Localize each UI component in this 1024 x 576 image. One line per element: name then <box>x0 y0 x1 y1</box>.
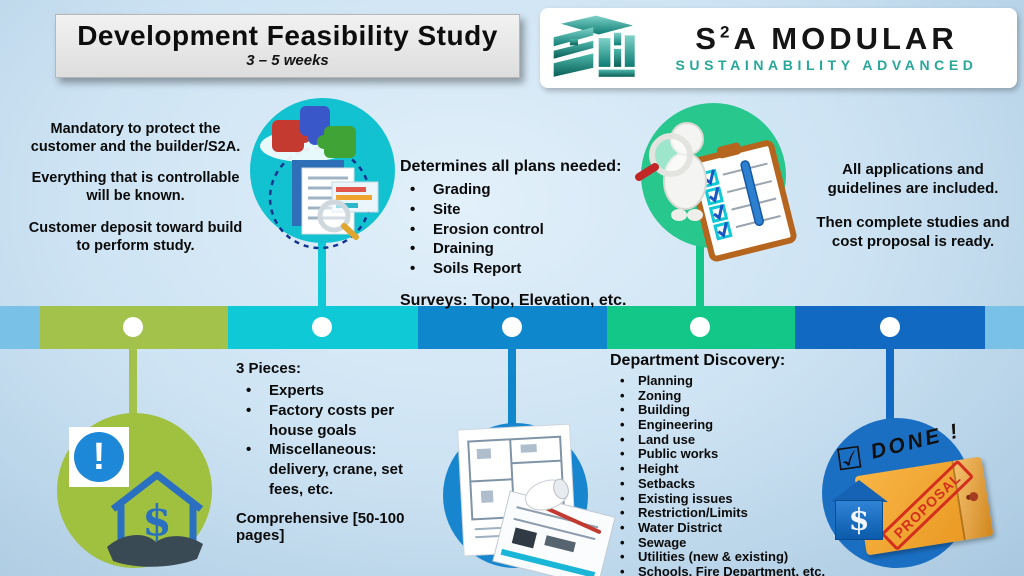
brand-name: S2A MODULAR <box>695 20 958 56</box>
plans-list: Grading Site Erosion control Draining So… <box>400 180 645 279</box>
paragraph: Customer deposit toward build to perform… <box>28 219 243 254</box>
blueprints-icon <box>443 423 616 576</box>
list-item: Factory costs per house goals <box>236 401 431 441</box>
title-box: Development Feasibility Study 3 – 5 week… <box>55 14 520 78</box>
brand-tagline: SUSTAINABILITY ADVANCED <box>675 57 978 74</box>
stage4-departments-text: Department Discovery: Planning Zoning Bu… <box>610 352 845 576</box>
paragraph: Then complete studies and cost proposal … <box>816 214 1010 251</box>
list-item: Draining <box>400 239 645 259</box>
page-subtitle: 3 – 5 weeks <box>246 52 329 69</box>
list-item: Restriction/Limits <box>610 505 845 521</box>
stage2-pieces-text: 3 Pieces: Experts Factory costs per hous… <box>236 360 431 544</box>
stage1-purpose-text: Mandatory to protect the customer and th… <box>28 120 243 255</box>
connector-stage2 <box>318 240 326 308</box>
list-item: Water District <box>610 520 845 536</box>
comprehensive-note: Comprehensive [50-100 pages] <box>236 509 405 544</box>
block-heading: Department Discovery: <box>610 352 786 369</box>
list-item: Grading <box>400 180 645 200</box>
list-item: Height <box>610 461 845 477</box>
surveys-note: Surveys: Topo, Elevation, etc. <box>400 291 627 309</box>
logo-text: S2A MODULAR SUSTAINABILITY ADVANCED <box>646 20 1007 74</box>
page-title: Development Feasibility Study <box>77 20 498 51</box>
list-item: Building <box>610 403 845 418</box>
checked-box-glyph: ☑ <box>833 441 866 478</box>
list-item: Erosion control <box>400 220 645 240</box>
stage3-plans-text: Determines all plans needed: Grading Sit… <box>400 158 645 310</box>
list-item: Zoning <box>610 388 845 404</box>
list-item: Experts <box>236 381 431 401</box>
list-item: Schools, Fire Department, etc. <box>610 564 845 576</box>
list-item: Utilities (new & existing) <box>610 550 845 565</box>
list-item: Engineering <box>610 417 845 433</box>
list-item: Land use <box>610 432 845 448</box>
list-item: Setbacks <box>610 476 845 492</box>
pieces-list: Experts Factory costs per house goals Mi… <box>236 381 431 500</box>
list-item: Miscellaneous: delivery, crane, set fees… <box>236 440 431 499</box>
timeline-dot-2 <box>312 317 332 337</box>
puzzle-documents-icon <box>250 98 395 250</box>
connector-stage5 <box>886 348 894 420</box>
proposal-done-icon: ☑ DONE ! PROPOSAL $ <box>822 418 994 568</box>
house-body: $ <box>835 500 883 540</box>
timeline-dot-4 <box>690 317 710 337</box>
connector-stage3 <box>508 348 516 425</box>
house-roof <box>830 480 888 502</box>
stage5-final-text: All applications and guidelines are incl… <box>812 160 1014 251</box>
s2a-modular-logo: S2A MODULAR SUSTAINABILITY ADVANCED <box>540 8 1017 88</box>
list-item: Planning <box>610 373 845 389</box>
departments-list: Planning Zoning Building Engineering Lan… <box>610 373 845 576</box>
connector-stage1 <box>129 348 137 415</box>
connector-stage4 <box>696 243 704 308</box>
timeline-dot-5 <box>880 317 900 337</box>
timeline-dot-3 <box>502 317 522 337</box>
timeline-dot-1 <box>123 317 143 337</box>
list-item: Soils Report <box>400 259 645 279</box>
list-item: Sewage <box>610 535 845 551</box>
block-heading: 3 Pieces: <box>236 360 302 377</box>
paragraph: Everything that is controllable will be … <box>31 170 240 205</box>
list-item: Site <box>400 200 645 220</box>
list-item: Existing issues <box>610 491 845 507</box>
inspection-checklist-icon <box>635 103 797 262</box>
paragraph: Mandatory to protect the customer and th… <box>30 121 241 156</box>
paragraph: All applications and guidelines are incl… <box>827 161 999 198</box>
s2a-building-icon <box>553 15 635 77</box>
dollar-glyph: $ <box>848 502 870 538</box>
deposit-house-icon: ! $ <box>57 413 212 568</box>
dollar-house-icon: $ <box>830 480 888 540</box>
done-label: DONE ! <box>868 419 963 464</box>
list-item: Public works <box>610 447 845 462</box>
block-heading: Determines all plans needed: <box>400 158 622 175</box>
exclamation-glyph: ! <box>93 436 106 478</box>
